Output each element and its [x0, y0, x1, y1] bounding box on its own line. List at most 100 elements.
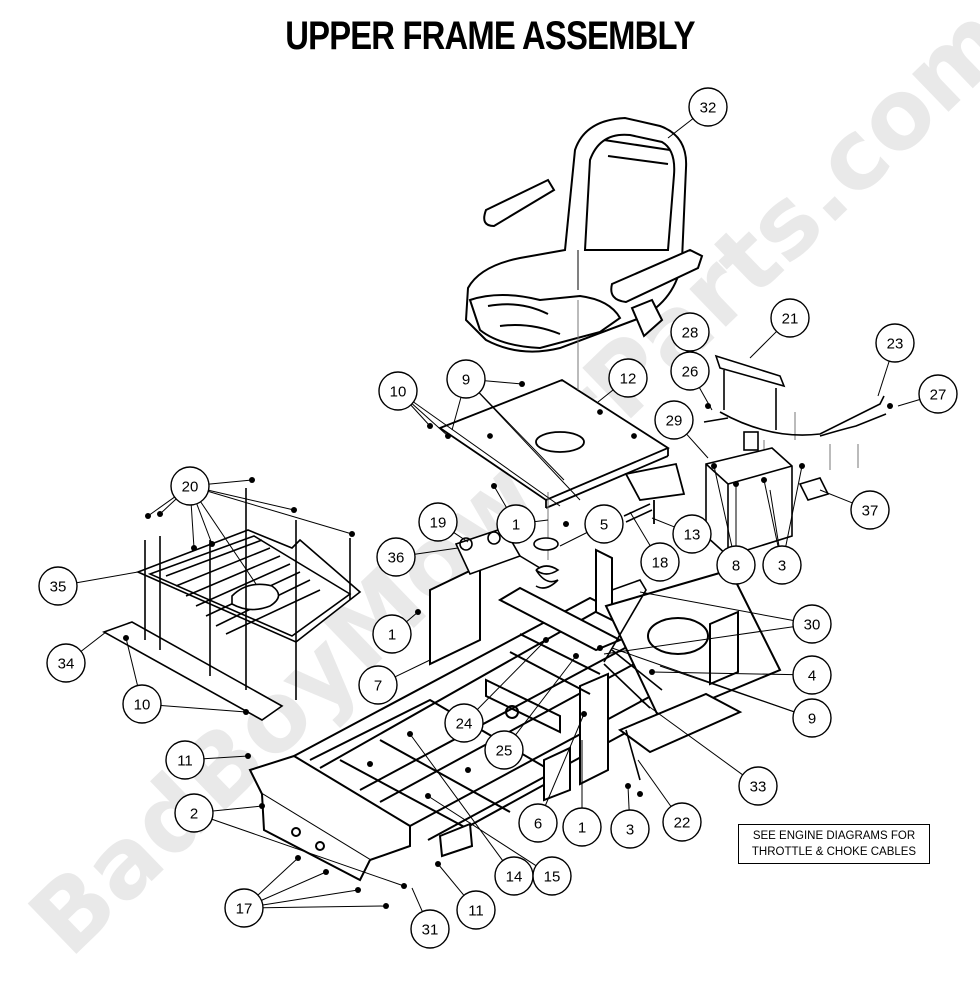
callout-circle [640, 542, 680, 582]
callout-number: 24 [456, 716, 473, 733]
callout-27: 27 [918, 374, 958, 414]
callout-leader-line [686, 433, 709, 459]
callout-number: 36 [388, 550, 405, 567]
callout-leader-line [212, 805, 263, 812]
note-line-2: THROTTLE & CHOKE CABLES [751, 846, 917, 858]
callout-31: 31 [410, 909, 450, 949]
callout-leader-line [603, 626, 794, 655]
callout-circle [378, 371, 418, 411]
callout-number: 5 [600, 517, 608, 534]
callout-circle [654, 400, 694, 440]
callout-circle [610, 809, 650, 849]
callout-circle [762, 545, 802, 585]
callout-number: 28 [682, 325, 699, 342]
callout-leader-line [427, 795, 537, 867]
callout-4: 4 [792, 655, 832, 695]
callout-number: 10 [134, 697, 151, 714]
callout-number: 11 [468, 903, 484, 920]
callout-33: 33 [738, 766, 778, 806]
callout-leader-line [203, 755, 249, 760]
callout-circle [446, 359, 486, 399]
callout-circle [670, 351, 710, 391]
callout-circle [662, 802, 702, 842]
callout-11: 11 [456, 890, 496, 930]
callout-number: 20 [182, 479, 199, 496]
callout-36: 36 [376, 537, 416, 577]
callout-35: 35 [38, 566, 78, 606]
callout-18: 18 [640, 542, 680, 582]
callout-30: 30 [792, 604, 832, 644]
callout-leader-line [897, 398, 920, 407]
callout-leader-line [80, 631, 107, 652]
callout-leader-line [544, 713, 585, 806]
callout-leader-line [411, 887, 423, 912]
callout-circle [562, 807, 602, 847]
callout-circle [518, 803, 558, 843]
callout-circle [792, 698, 832, 738]
callout-circle [170, 466, 210, 506]
callout-7: 7 [358, 665, 398, 705]
callout-leader-line [453, 532, 469, 543]
callout-circle [38, 566, 78, 606]
callout-leader-line [637, 759, 672, 807]
callout-circle [738, 766, 778, 806]
callout-number: 17 [236, 901, 253, 918]
callout-5: 5 [584, 504, 624, 544]
callout-circle [224, 888, 264, 928]
callout-25: 25 [484, 730, 524, 770]
callout-22: 22 [662, 802, 702, 842]
callout-number: 26 [682, 364, 699, 381]
callout-circle [792, 604, 832, 644]
callout-number: 3 [778, 558, 786, 575]
callout-26: 26 [670, 351, 710, 391]
callout-circle [918, 374, 958, 414]
callout-number: 13 [684, 527, 701, 544]
callout-number: 4 [808, 668, 816, 685]
callout-leader-line [451, 397, 462, 431]
callout-leader-line [749, 331, 777, 359]
callout-leader-line [125, 637, 139, 686]
callout-1: 1 [372, 614, 412, 654]
callout-leader-line [410, 404, 431, 427]
callout-number: 19 [430, 515, 447, 532]
callout-number: 21 [782, 311, 799, 328]
callout-circle [670, 312, 710, 352]
callout-circle [174, 793, 214, 833]
callout-leader-line [394, 659, 431, 678]
callout-circle [418, 502, 458, 542]
callout-9: 9 [792, 698, 832, 738]
callout-leader-line [478, 392, 581, 501]
callout-number: 1 [388, 627, 396, 644]
callout-2: 2 [174, 793, 214, 833]
callout-leader-line [629, 511, 651, 546]
callout-number: 23 [887, 336, 904, 353]
callout-circle [444, 703, 484, 743]
callout-6: 6 [518, 803, 558, 843]
callout-9: 9 [446, 359, 486, 399]
callout-leader-line [785, 465, 803, 547]
callout-circle [688, 87, 728, 127]
callout-3: 3 [762, 545, 802, 585]
callout-leader-line [651, 671, 794, 676]
callout-leader-line [437, 863, 465, 896]
callout-leader-line [262, 905, 387, 909]
callout-leader-line [515, 655, 577, 736]
callout-17: 17 [224, 888, 264, 928]
callout-number: 6 [534, 816, 542, 833]
callout-circle [484, 730, 524, 770]
callout-leader-line [211, 818, 405, 887]
callout-leader-line [698, 387, 713, 411]
callout-32: 32 [688, 87, 728, 127]
callout-leader-line [190, 504, 195, 549]
callout-leader-line [411, 403, 449, 437]
callout-circle [122, 684, 162, 724]
callout-circle [875, 323, 915, 363]
callout-leader-line [262, 889, 359, 906]
callout-leader-line [160, 704, 247, 713]
callout-number: 9 [462, 372, 470, 389]
engine-diagram-note: SEE ENGINE DIAGRAMS FOR THROTTLE & CHOKE… [738, 824, 930, 864]
callout-number: 25 [496, 743, 513, 760]
callout-leader-line [819, 489, 853, 504]
callout-3: 3 [610, 809, 650, 849]
